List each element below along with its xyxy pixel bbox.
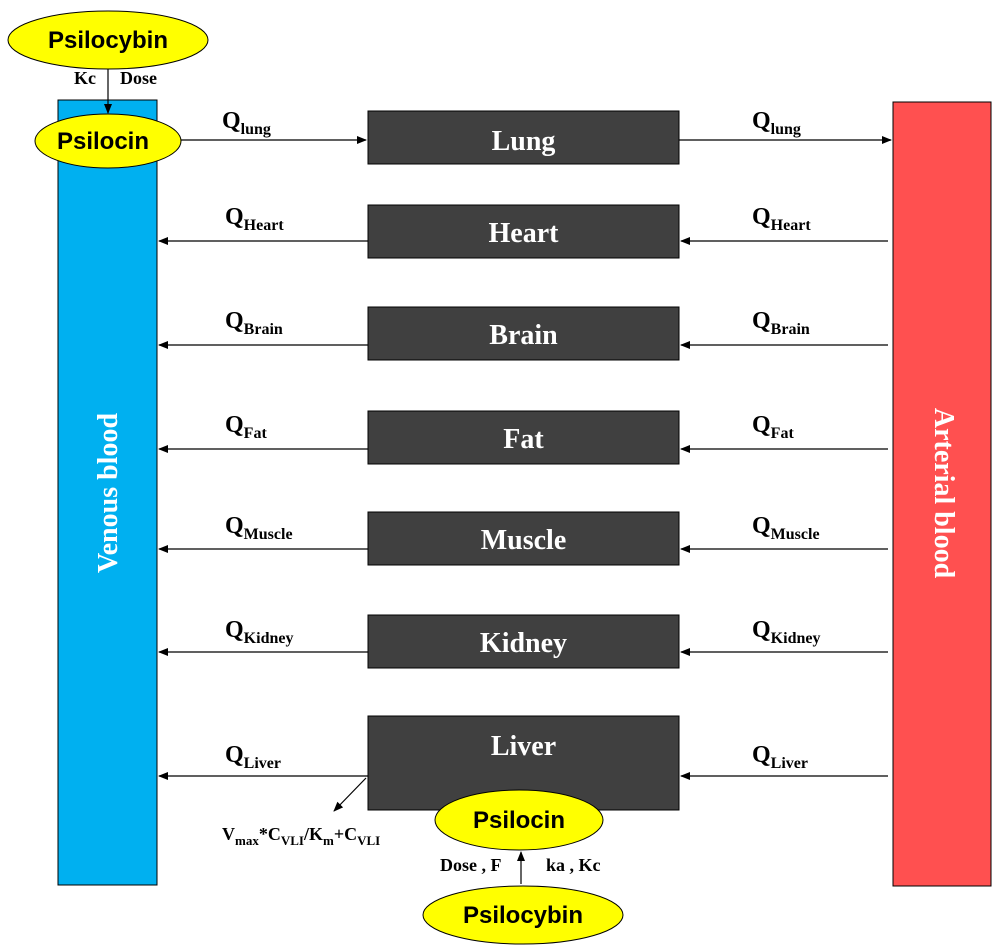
kidney-flow-label-left: QKidney xyxy=(225,617,293,647)
arterial-blood-label: Arterial blood xyxy=(928,408,959,579)
lung-flow-label-right: Qlung xyxy=(752,108,801,138)
brain-compartment xyxy=(367,306,680,361)
lung-label: Lung xyxy=(492,126,556,157)
liver-flow-label-right: QLiver xyxy=(752,742,808,772)
kidney-compartment xyxy=(367,614,680,669)
muscle-flow-label-left: QMuscle xyxy=(225,513,293,543)
oral-dose-f-label: Dose , F xyxy=(440,855,502,875)
top-psilocin-ellipse xyxy=(34,113,182,169)
oral-psilocybin-label: Psilocybin xyxy=(463,902,583,929)
muscle-compartment xyxy=(367,511,680,566)
liver-label: Liver xyxy=(491,731,556,762)
top-kc-label: Kc xyxy=(74,68,96,88)
brain-label: Brain xyxy=(489,320,558,351)
fat-compartment xyxy=(367,410,680,465)
lung-compartment xyxy=(367,110,680,165)
top-dose-label: Dose xyxy=(120,68,157,88)
venous-blood-column xyxy=(57,99,158,886)
fat-flow-label-right: QFat xyxy=(752,412,794,442)
kidney-flow-label-right: QKidney xyxy=(752,617,820,647)
heart-compartment xyxy=(367,204,680,259)
liver-flow-label-left: QLiver xyxy=(225,742,281,772)
venous-blood-label: Venous blood xyxy=(93,413,124,573)
heart-label: Heart xyxy=(489,218,560,249)
fat-label: Fat xyxy=(503,424,544,455)
muscle-flow-label-right: QMuscle xyxy=(752,513,820,543)
top-psilocin-label: Psilocin xyxy=(57,128,149,155)
lung-flow-label-left: Qlung xyxy=(222,108,271,138)
oral-psilocybin-ellipse xyxy=(422,885,624,945)
heart-flow-label-right: QHeart xyxy=(752,204,811,234)
oral-psilocin-label: Psilocin xyxy=(473,807,565,834)
metabolism-arrow xyxy=(333,777,367,812)
arterial-blood-column xyxy=(892,101,992,887)
fat-flow-label-left: QFat xyxy=(225,412,267,442)
brain-flow-label-left: QBrain xyxy=(225,308,283,338)
oral-psilocin-ellipse xyxy=(434,789,604,851)
kidney-label: Kidney xyxy=(480,628,567,659)
top-psilocybin-label: Psilocybin xyxy=(48,27,168,54)
muscle-label: Muscle xyxy=(481,525,567,556)
brain-flow-label-right: QBrain xyxy=(752,308,810,338)
heart-flow-label-left: QHeart xyxy=(225,204,284,234)
oral-ka-kc-label: ka , Kc xyxy=(546,855,601,875)
metabolism-formula: Vmax*CVLI/Km+CVLI xyxy=(222,824,380,848)
